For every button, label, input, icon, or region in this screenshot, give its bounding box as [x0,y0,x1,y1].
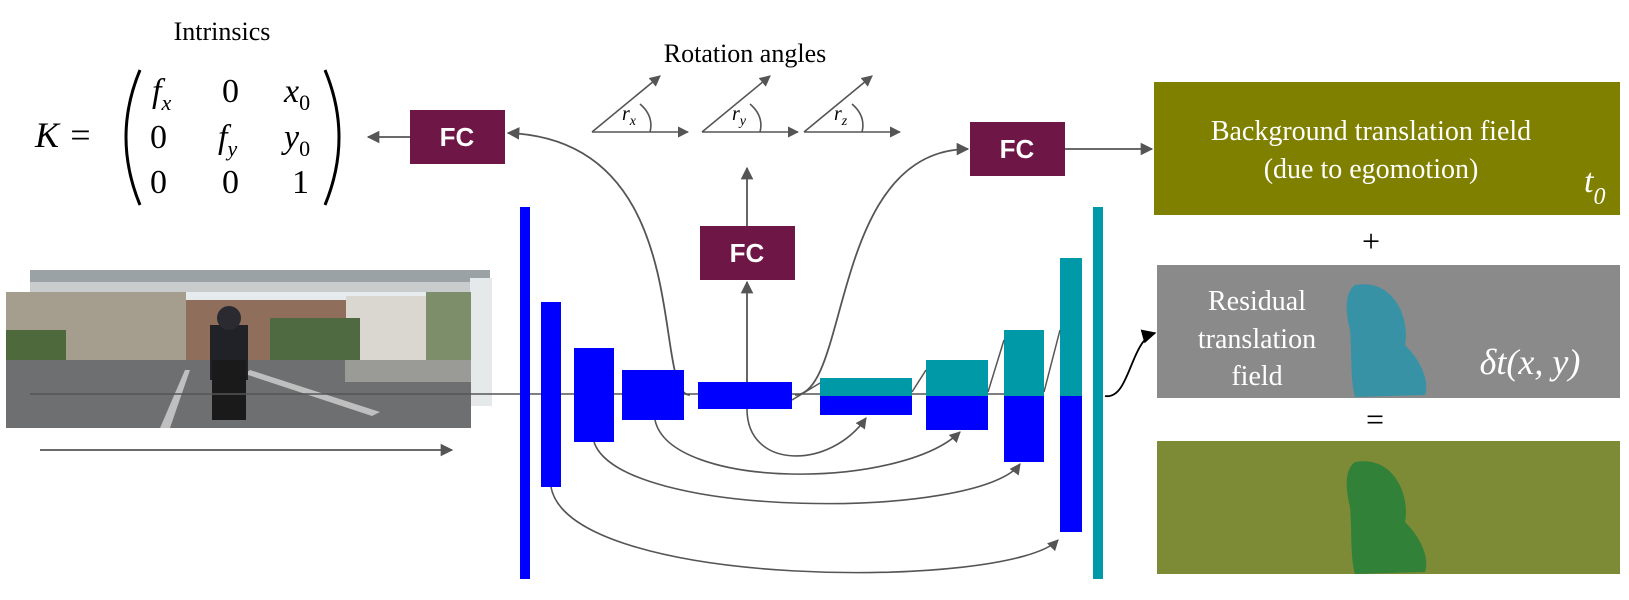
background-translation-field [1154,82,1620,215]
fc-translation-label: FC [1000,134,1035,164]
decoder-block-4-teal [1060,258,1082,396]
total-object-blob [1346,461,1427,574]
decoder-block-4-blue [1060,396,1082,532]
upsample-lines [791,329,1061,401]
plus-sign: + [1362,223,1380,259]
encoder-block-1 [541,302,561,487]
matrix-cell: 0 [222,73,239,110]
equals-sign: = [1366,401,1384,437]
residual-field-line3: field [1231,361,1282,392]
matrix-cell: y0 [281,119,310,161]
matrix-cell: fy [218,119,237,161]
rotation-title: Rotation angles [664,39,826,68]
intrinsics-matrix: fx 0 x0 0 fy y0 0 0 1 [150,73,310,201]
background-field-line2: (due to egomotion) [1264,154,1479,185]
decoder-block-3-blue [1004,396,1044,462]
matrix-cell: 1 [292,164,309,201]
input-frames [6,270,492,428]
decoder-block-2-blue [926,396,988,430]
encoder-block-2 [574,348,614,442]
rotation-angle-rz: rz [834,103,848,129]
intrinsics-title: Intrinsics [174,17,271,46]
fc-translation-box [970,122,1065,176]
fc-rotation-box [700,226,795,280]
residual-object-blob [1346,284,1427,397]
skip-connections [550,408,1059,574]
rotation-angle-rx: rx [622,103,637,129]
decoder-block-2-teal [926,360,988,396]
residual-field-symbol: δt(x, y) [1480,342,1581,382]
bottleneck-block [698,382,792,409]
matrix-cell: fx [152,73,171,115]
rotation-angle-icons [591,75,902,138]
matrix-cell: 0 [222,164,239,201]
decoder-block-1-teal [820,378,912,396]
matrix-left-paren [124,69,142,206]
matrix-right-paren [323,69,341,206]
matrix-cell: 0 [150,119,167,156]
arrow-decoder-to-residual [1104,329,1157,397]
fc-rotation-label: FC [730,238,765,268]
fc-intrinsics-box [410,110,505,164]
intrinsics-lhs: K = [34,115,92,155]
decoder-block-1-blue [820,396,912,415]
background-field-symbol: t0 [1584,163,1605,210]
background-field-line1: Background translation field [1211,116,1531,147]
fc-intrinsics-label: FC [440,122,475,152]
input-layer [520,207,530,579]
residual-field-line1: Residual [1208,286,1306,317]
arrow-bottleneck-to-fc-translation [794,142,970,396]
rotation-angle-ry: ry [732,103,747,129]
output-layer [1093,207,1103,579]
matrix-cell: x0 [283,73,310,115]
residual-field-line2: translation [1198,324,1316,355]
matrix-cell: 0 [150,164,167,201]
decoder-block-3-teal [1004,330,1044,396]
encoder-block-3 [622,370,684,420]
